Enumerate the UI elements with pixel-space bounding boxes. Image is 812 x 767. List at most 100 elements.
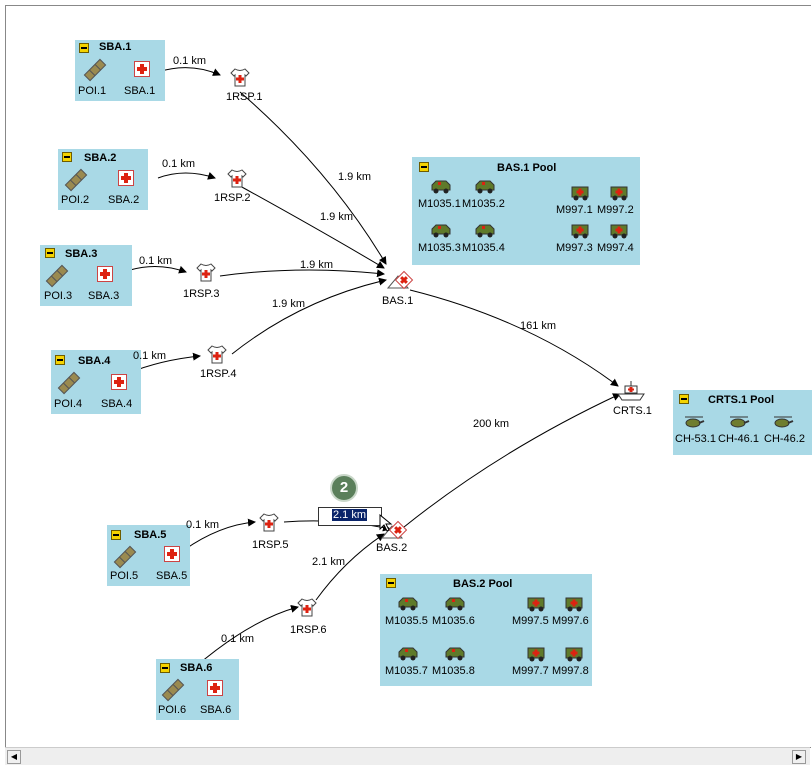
vehicle-label: M997.2 [597,204,634,216]
vehicle-label: M997.3 [556,242,593,254]
link-bas2-crts1 [403,393,621,528]
vehicle-label: CH-46.2 [764,433,805,445]
vehicle-label: M1035.6 [432,615,475,627]
collapse-icon[interactable] [419,162,429,172]
distance-label[interactable]: 0.1 km [162,158,196,170]
shirt-icon [207,345,227,364]
node-label: 1RSP.3 [183,288,220,300]
collapse-icon[interactable] [62,152,72,162]
node-label: 1RSP.4 [200,368,237,380]
vehicle-label: M1035.1 [418,198,461,210]
collapse-icon[interactable] [386,578,396,588]
humvee-icon [445,647,465,661]
link-rsp3-bas1 [219,269,385,278]
node-label: CRTS.1 [613,405,652,417]
vehicle-label: CH-53.1 [675,433,716,445]
aid-station-tent-icon [380,520,408,540]
link-rsp1-bas1 [239,91,387,265]
humvee-icon [475,180,495,194]
node-crts1[interactable]: CRTS.1 [610,380,655,420]
collapse-icon[interactable] [111,530,121,540]
collapse-icon[interactable] [160,663,170,673]
vehicle-label: M1035.8 [432,665,475,677]
link-sba1-rsp1 [157,67,221,76]
pool-title: CRTS.1 Pool [708,394,775,406]
ambulance-icon [610,186,628,201]
horizontal-scrollbar[interactable]: ◀ ▶ [5,747,810,765]
collapse-icon[interactable] [679,394,689,404]
group-sba1[interactable]: SBA.1 POI.1 SBA.1 [75,40,165,101]
sba-label: SBA.6 [200,704,232,716]
collapse-icon[interactable] [45,248,55,258]
satellite-icon [113,545,137,569]
distance-label[interactable]: 200 km [473,418,510,430]
distance-label[interactable]: 0.1 km [139,255,173,267]
ambulance-icon [527,597,545,612]
aid-station-tent-icon [386,270,414,290]
group-title: SBA.3 [65,248,98,260]
distance-label[interactable]: 1.9 km [338,171,372,183]
node-bas1[interactable]: BAS.1 [380,270,420,310]
collapse-icon[interactable] [55,355,65,365]
group-sba4[interactable]: SBA.4 POI.4 SBA.4 [51,350,141,414]
aid-station-icon [111,374,127,390]
scroll-left-icon[interactable]: ◀ [7,750,21,764]
shirt-icon [259,513,279,532]
node-rsp3[interactable]: 1RSP.3 [183,262,233,302]
collapse-icon[interactable] [79,43,89,53]
humvee-icon [431,180,451,194]
node-rsp2[interactable]: 1RSP.2 [214,168,264,208]
vehicle-label: M997.4 [597,242,634,254]
distance-label[interactable]: 161 km [520,320,557,332]
vehicle-label: M1035.3 [418,242,461,254]
pool-title: BAS.1 Pool [497,162,557,174]
satellite-icon [83,58,107,82]
distance-label[interactable]: 1.9 km [272,298,306,310]
link-bas1-crts1 [409,289,619,387]
distance-label[interactable]: 2.1 km [312,556,346,568]
node-rsp4[interactable]: 1RSP.4 [200,344,250,384]
distance-label[interactable]: 0.1 km [133,350,167,362]
group-sba6[interactable]: SBA.6 POI.6 SBA.6 [156,659,239,720]
ambulance-icon [571,186,589,201]
node-label: 1RSP.6 [290,624,327,636]
node-rsp5[interactable]: 1RSP.5 [252,512,302,552]
poi-label: POI.3 [44,290,73,302]
node-bas2[interactable]: BAS.2 [374,520,414,560]
humvee-icon [398,597,418,611]
link-rsp6-bas2 [315,533,385,601]
vehicle-label: M1035.4 [462,242,505,254]
distance-label[interactable]: 0.1 km [186,519,220,531]
sba-label: SBA.3 [88,290,120,302]
vehicle-label: M997.5 [512,615,549,627]
scroll-right-icon[interactable]: ▶ [792,750,806,764]
vehicle-label: M997.7 [512,665,549,677]
poi-label: POI.1 [78,85,107,97]
distance-label[interactable]: 0.1 km [221,633,255,645]
poi-label: POI.4 [54,398,83,410]
distance-edit-field[interactable]: 2.1 km [318,507,382,526]
humvee-icon [398,647,418,661]
group-sba3[interactable]: SBA.3 POI.3 SBA.3 [40,245,132,306]
node-label: 1RSP.5 [252,539,289,551]
link-sba3-rsp3 [129,265,187,274]
vehicle-label: M997.1 [556,204,593,216]
shirt-icon [196,263,216,282]
ambulance-icon [527,647,545,662]
group-sba5[interactable]: SBA.5 POI.5 SBA.5 [107,525,190,586]
distance-label[interactable]: 1.9 km [300,259,334,271]
node-rsp1[interactable]: 1RSP.1 [226,67,276,107]
distance-label[interactable]: 0.1 km [173,55,207,67]
sba-label: SBA.4 [101,398,133,410]
aid-station-icon [118,170,134,186]
vehicle-label: M997.8 [552,665,589,677]
group-sba2[interactable]: SBA.2 POI.2 SBA.2 [58,149,148,210]
helicopter-icon [730,416,750,428]
node-label: 1RSP.1 [226,91,263,103]
node-rsp6[interactable]: 1RSP.6 [290,597,340,637]
distance-label[interactable]: 1.9 km [320,211,354,223]
